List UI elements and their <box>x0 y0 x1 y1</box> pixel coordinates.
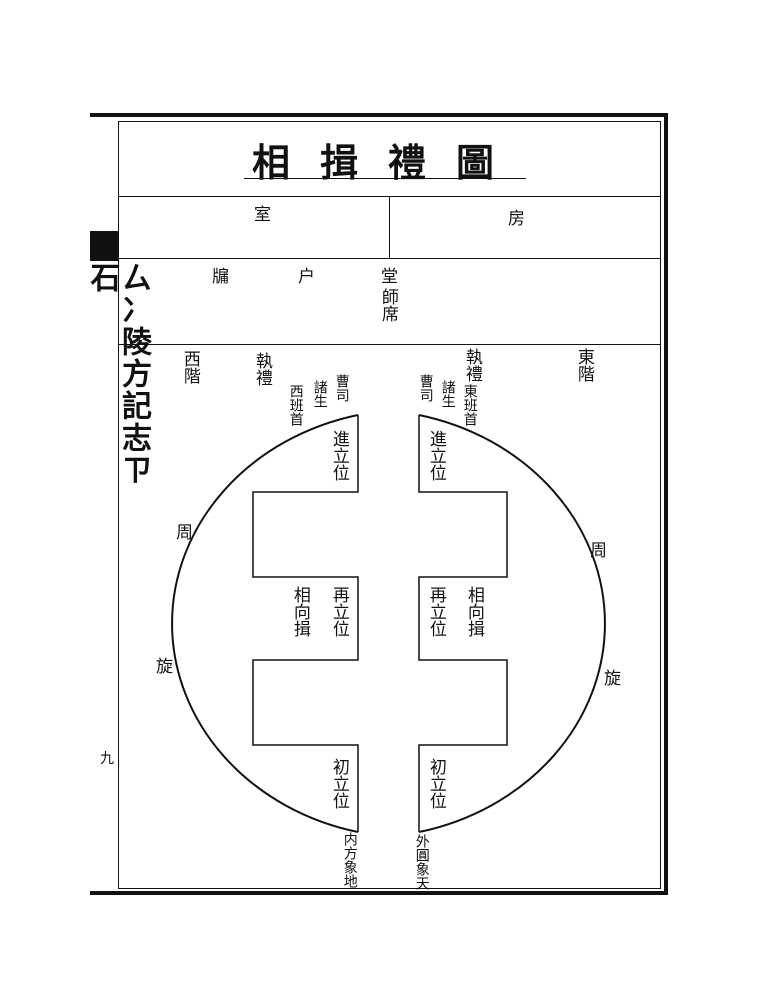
west-clerks-label: 曹司 <box>333 374 350 402</box>
door-label: 户 <box>298 267 315 287</box>
page-number: 九 <box>100 751 114 767</box>
west-position-bottom: 初立位 <box>328 758 349 809</box>
east-leader-label: 東班首 <box>461 384 478 426</box>
west-position-middle: 再立位 <box>328 586 349 637</box>
room-left-label: 室 <box>254 205 271 225</box>
east-bottom-note: 外圓象天 <box>413 834 430 890</box>
west-students-label: 諸生 <box>311 380 328 408</box>
outer-frame <box>90 113 668 895</box>
east-zhou-label: 周 <box>590 541 607 561</box>
west-zanli-label: 執禮 <box>251 352 272 386</box>
east-position-middle: 再立位 <box>425 586 446 637</box>
outer-circle-east <box>418 414 606 833</box>
east-mutual-bow-label: 相向揖 <box>463 586 484 637</box>
east-position-top: 進立位 <box>425 430 446 481</box>
spine-rule <box>90 231 118 261</box>
inner-square-west <box>252 415 359 832</box>
hall-label: 堂 <box>381 267 398 287</box>
window-label: 牖 <box>212 267 229 287</box>
west-zhou-label: 周 <box>176 523 193 543</box>
divider-hall-bottom <box>118 344 661 345</box>
east-zanli-label: 執禮 <box>461 348 482 382</box>
east-stair-label: 東階 <box>573 348 594 382</box>
west-xuan-label: 旋 <box>156 657 173 677</box>
inner-frame <box>118 121 661 889</box>
outer-circle-west <box>171 414 359 833</box>
page-title: 相揖禮圖 <box>252 140 525 185</box>
spine-text: ㄙ冫陵方記志ㄗ石 <box>84 262 152 486</box>
room-right-label: 房 <box>508 209 525 229</box>
divider-rooms-bottom <box>118 258 661 259</box>
west-stair-label: 西階 <box>179 350 200 384</box>
west-leader-label: 西班首 <box>287 384 304 426</box>
east-clerks-label: 曹司 <box>417 374 434 402</box>
west-position-top: 進立位 <box>328 430 349 481</box>
title-underline <box>244 178 526 179</box>
east-xuan-label: 旋 <box>604 669 621 689</box>
inner-square-east <box>418 415 508 832</box>
east-position-bottom: 初立位 <box>425 758 446 809</box>
master-seat-label: 師席 <box>377 288 398 322</box>
divider-rooms-vertical <box>389 196 390 258</box>
east-students-label: 諸生 <box>439 380 456 408</box>
west-bottom-note: 内方象地 <box>341 832 358 888</box>
west-mutual-bow-label: 相向揖 <box>289 586 310 637</box>
